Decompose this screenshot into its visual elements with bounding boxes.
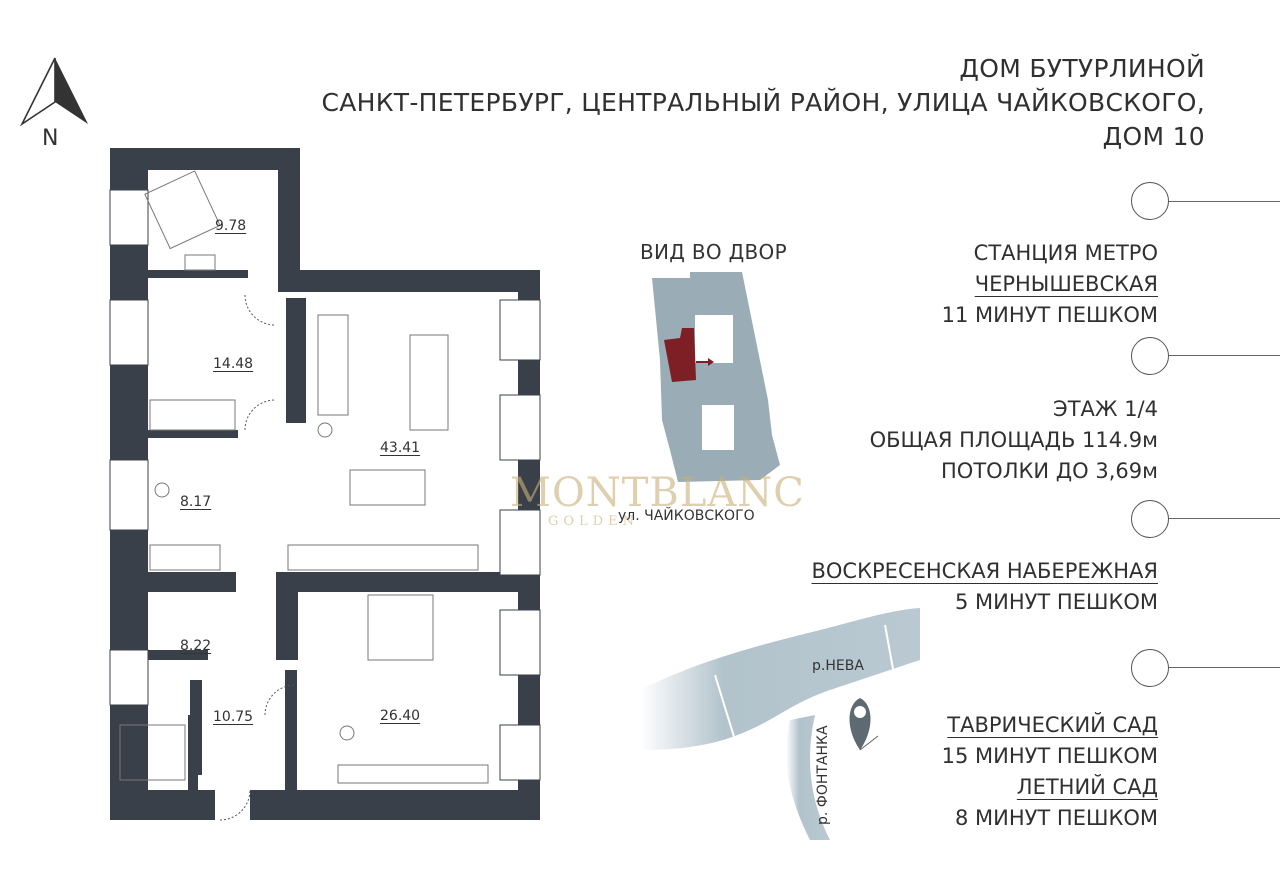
apartment-info: ЭТАЖ 1/4 ОБЩАЯ ПЛОЩАДЬ 114.9м ПОТОЛКИ ДО… bbox=[870, 394, 1158, 487]
room-area-bathroom: 9.78 bbox=[215, 218, 247, 234]
location-pin-icon bbox=[849, 698, 879, 751]
room-area-study: 14.48 bbox=[213, 356, 254, 372]
river-label: р.НЕВА bbox=[812, 658, 864, 674]
floor-info: ЭТАЖ 1/4 bbox=[1053, 397, 1158, 421]
floor-marker-line bbox=[1169, 355, 1280, 357]
room-area-corridor: 10.75 bbox=[213, 709, 254, 725]
summer-garden: ЛЕТНИЙ САД bbox=[1016, 775, 1158, 799]
address-house: ДОМ 10 bbox=[1102, 122, 1205, 151]
metro-info: СТАНЦИЯ МЕТРО ЧЕРНЫШЕВСКАЯ 11 МИНУТ ПЕШК… bbox=[942, 238, 1158, 331]
garden-marker-icon bbox=[1131, 649, 1169, 687]
watermark-sub: GOLDEN bbox=[548, 514, 639, 529]
north-arrow-icon bbox=[19, 57, 88, 127]
street-label: ул. ЧАЙКОВСКОГО bbox=[618, 508, 755, 524]
metro-marker-icon bbox=[1131, 182, 1169, 220]
garden-marker-line bbox=[1169, 667, 1280, 669]
building-name: ДОМ БУТУРЛИНОЙ bbox=[959, 54, 1205, 83]
canal-label: р. ФОНТАНКА bbox=[815, 725, 831, 825]
total-area: ОБЩАЯ ПЛОЩАДЬ 114.9м bbox=[869, 428, 1158, 452]
room-area-living: 43.41 bbox=[380, 440, 421, 456]
metro-marker-line bbox=[1169, 201, 1280, 203]
room-area-bedroom: 26.40 bbox=[380, 708, 421, 724]
floor-marker-icon bbox=[1131, 337, 1169, 375]
yard-view-title: ВИД ВО ДВОР bbox=[640, 240, 787, 264]
embankment-marker-icon bbox=[1131, 500, 1169, 538]
address-header: ДОМ БУТУРЛИНОЙ САНКТ-ПЕТЕРБУРГ, ЦЕНТРАЛЬ… bbox=[321, 52, 1205, 154]
building-site-plan bbox=[652, 272, 780, 482]
address-line: САНКТ-ПЕТЕРБУРГ, ЦЕНТРАЛЬНЫЙ РАЙОН, УЛИЦ… bbox=[321, 88, 1205, 117]
north-label: N bbox=[42, 126, 59, 151]
embankment-info: ВОСКРЕСЕНСКАЯ НАБЕРЕЖНАЯ 5 МИНУТ ПЕШКОМ bbox=[812, 556, 1159, 618]
metro-title: СТАНЦИЯ МЕТРО bbox=[973, 241, 1158, 265]
watermark-brand: MONTBLANC bbox=[510, 470, 805, 516]
gardens-info: ТАВРИЧЕСКИЙ САД 15 МИНУТ ПЕШКОМ ЛЕТНИЙ С… bbox=[942, 710, 1158, 834]
summer-garden-time: 8 МИНУТ ПЕШКОМ bbox=[954, 806, 1158, 830]
embankment-time: 5 МИНУТ ПЕШКОМ bbox=[954, 590, 1158, 614]
floor-plan bbox=[109, 148, 541, 821]
tauride-garden: ТАВРИЧЕСКИЙ САД bbox=[947, 713, 1158, 737]
ceiling-height: ПОТОЛКИ ДО 3,69м bbox=[941, 459, 1158, 483]
embankment-marker-line bbox=[1169, 518, 1280, 520]
tauride-garden-time: 15 МИНУТ ПЕШКОМ bbox=[941, 744, 1158, 768]
metro-time: 11 МИНУТ ПЕШКОМ bbox=[941, 303, 1158, 327]
room-area-hall: 8.17 bbox=[180, 494, 212, 510]
location-map bbox=[640, 608, 920, 840]
room-area-wc: 8.22 bbox=[180, 638, 212, 654]
embankment-name: ВОСКРЕСЕНСКАЯ НАБЕРЕЖНАЯ bbox=[811, 559, 1159, 583]
metro-name: ЧЕРНЫШЕВСКАЯ bbox=[974, 272, 1158, 296]
